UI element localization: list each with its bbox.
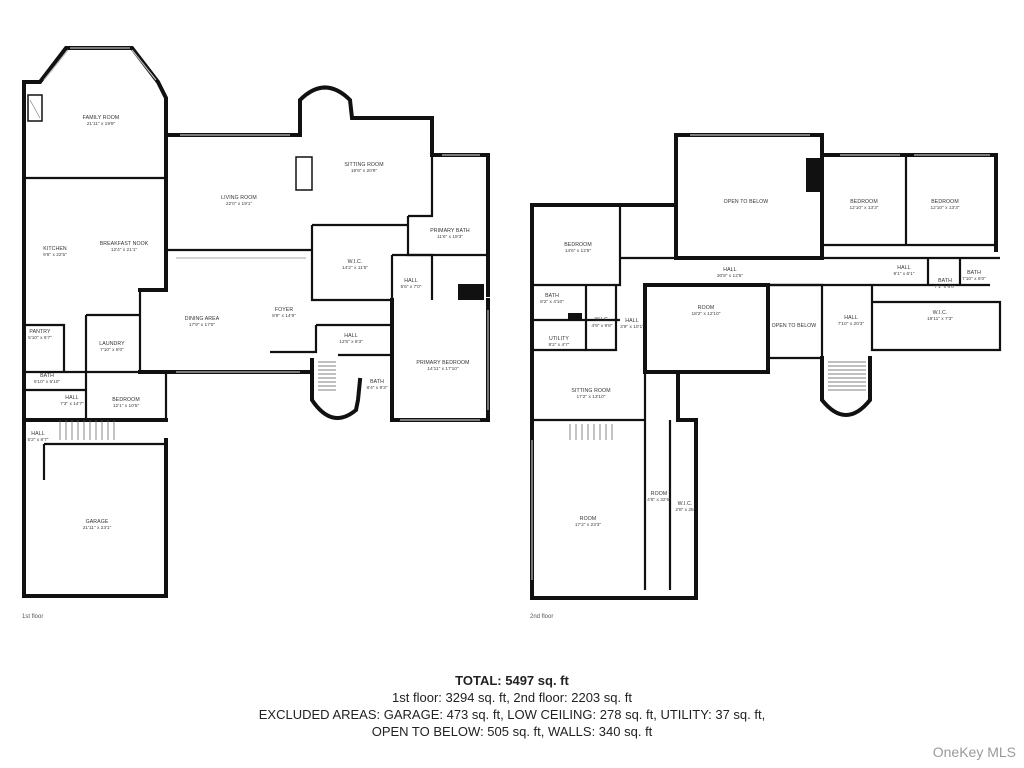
- room-dimensions: 22'0" x 19'1": [226, 201, 253, 207]
- room-dimensions: 17'2" x 23'3": [575, 522, 602, 528]
- room-dimensions: 4'8" x 32'6": [647, 497, 671, 503]
- room-name: PRIMARY BATH: [430, 228, 470, 234]
- room-name: BATH: [967, 270, 981, 276]
- room-dimensions: 7'10" x 8'0": [100, 347, 124, 353]
- room-name: BEDROOM: [931, 199, 959, 205]
- room-dimensions: 12'1" x 10'5": [113, 403, 140, 409]
- room-name: BATH: [370, 379, 384, 385]
- watermark: OneKey MLS: [932, 744, 1016, 760]
- room-dimensions: 19'11" x 7'3": [927, 316, 953, 322]
- room-name: W.I.C.: [595, 317, 610, 323]
- room-name: BEDROOM: [850, 199, 878, 205]
- room-dimensions: 7'3" x 14'7": [60, 401, 84, 407]
- room-name: LIVING ROOM: [221, 195, 257, 201]
- room-name: BATH: [545, 293, 559, 299]
- room-dimensions: 30'8" x 12'5": [717, 273, 744, 279]
- floor-label: 2nd floor: [530, 614, 553, 620]
- room-name: BATH: [938, 278, 952, 284]
- room-name: HALL: [31, 431, 44, 437]
- room-name: PANTRY: [29, 329, 51, 335]
- room-dimensions: 19'9" x 20'9": [351, 168, 378, 174]
- room-name: FOYER: [275, 307, 294, 313]
- room-dimensions: 5'10" x 5'10": [34, 379, 61, 385]
- room-dimensions: 3'9" x 10'1": [620, 324, 644, 330]
- second-floor-plan: [530, 133, 1002, 600]
- room-name: HALL: [844, 315, 857, 321]
- room-dimensions: 12'5" x 8'3": [339, 339, 363, 345]
- room-dimensions: 7'10" x 20'3": [838, 321, 865, 327]
- floor-plan-drawing: FAMILY ROOM 21'11" x 19'9" SITTING ROOM …: [22, 46, 1002, 620]
- room-name: W.I.C.: [933, 310, 948, 316]
- room-dimensions: 9'6" x 22'5": [43, 252, 67, 258]
- room-name: W.I.C.: [348, 259, 363, 265]
- room-name: HALL: [404, 278, 417, 284]
- room-dimensions: 5'6" x 7'0": [401, 284, 422, 290]
- room-dimensions: 14'6" x 12'5": [565, 248, 592, 254]
- room-name: HALL: [625, 318, 638, 324]
- floor-label: 1st floor: [22, 614, 43, 620]
- room-dimensions: 8'2" x 4'10": [540, 299, 564, 305]
- room-dimensions: 5'2" x 8'7": [28, 437, 49, 443]
- room-name: HALL: [65, 395, 78, 401]
- room-name: FAMILY ROOM: [83, 115, 120, 121]
- room-dimensions: 5'10" x 6'7": [28, 335, 52, 341]
- room-dimensions: 12'10" x 13'3": [931, 205, 960, 211]
- room-dimensions: 17'2" x 13'10": [577, 394, 606, 400]
- room-dimensions: 11'6" x 19'3": [437, 234, 463, 240]
- room-dimensions: 17'9" x 17'0": [189, 322, 216, 328]
- room-name: W.I.C.: [678, 501, 693, 507]
- room-dimensions: 8'2" x 4'7": [549, 342, 570, 348]
- excluded-areas-continued: OPEN TO BELOW: 505 sq. ft, WALLS: 340 sq…: [371, 724, 653, 739]
- room-name: ROOM: [698, 305, 715, 311]
- area-summary: TOTAL: 5497 sq. ft 1st floor: 3294 sq. f…: [0, 672, 1024, 740]
- room-name: HALL: [344, 333, 357, 339]
- room-name: ROOM: [651, 491, 668, 497]
- room-dimensions: 9'1" x 6'1": [894, 271, 915, 277]
- room-dimensions: 12'4" x 21'1": [111, 247, 138, 253]
- room-name: BATH: [40, 373, 54, 379]
- room-dimensions: 14'11" x 17'10": [427, 366, 459, 372]
- room-dimensions: 8'6" x 14'9": [272, 313, 296, 319]
- room-name: LAUNDRY: [99, 341, 125, 347]
- room-name: BEDROOM: [564, 242, 592, 248]
- room-dimensions: 7'10" x 6'0": [962, 276, 986, 282]
- room-name: ROOM: [580, 516, 597, 522]
- room-dimensions: 8'4" x 9'3": [367, 385, 388, 391]
- room-name: PRIMARY BEDROOM: [416, 360, 469, 366]
- room-dimensions: 2'8" x 25': [675, 507, 694, 513]
- room-name: HALL: [723, 267, 736, 273]
- excluded-areas: EXCLUDED AREAS: GARAGE: 473 sq. ft, LOW …: [258, 707, 766, 722]
- room-dimensions: 7'1" x 6'0": [935, 284, 956, 290]
- room-name: UTILITY: [549, 336, 569, 342]
- floor-areas: 1st floor: 3294 sq. ft, 2nd floor: 2203 …: [392, 690, 632, 705]
- room-dimensions: 18'2" x 12'10": [692, 311, 721, 317]
- room-name: OPEN TO BELOW: [724, 199, 769, 205]
- first-floor-plan: [22, 46, 490, 598]
- room-dimensions: 21'11" x 19'9": [87, 121, 116, 127]
- room-name: OPEN TO BELOW: [772, 323, 817, 329]
- first-floor-labels: FAMILY ROOM 21'11" x 19'9" SITTING ROOM …: [22, 115, 470, 620]
- room-name: SITTING ROOM: [571, 388, 610, 394]
- room-dimensions: 4'9" x 9'8": [592, 323, 613, 329]
- room-name: KITCHEN: [43, 246, 67, 252]
- room-name: BEDROOM: [112, 397, 140, 403]
- room-dimensions: 21'11" x 23'1": [83, 525, 112, 531]
- room-name: GARAGE: [86, 519, 109, 525]
- room-dimensions: 12'10" x 13'3": [850, 205, 879, 211]
- room-name: HALL: [897, 265, 910, 271]
- room-name: DINING AREA: [185, 316, 220, 322]
- room-dimensions: 14'2" x 11'5": [342, 265, 368, 271]
- room-name: SITTING ROOM: [344, 162, 383, 168]
- total-area: TOTAL: 5497 sq. ft: [455, 673, 569, 688]
- room-name: BREAKFAST NOOK: [100, 241, 149, 247]
- second-floor-labels: OPEN TO BELOW BEDROOM 12'10" x 13'3" BED…: [530, 199, 986, 620]
